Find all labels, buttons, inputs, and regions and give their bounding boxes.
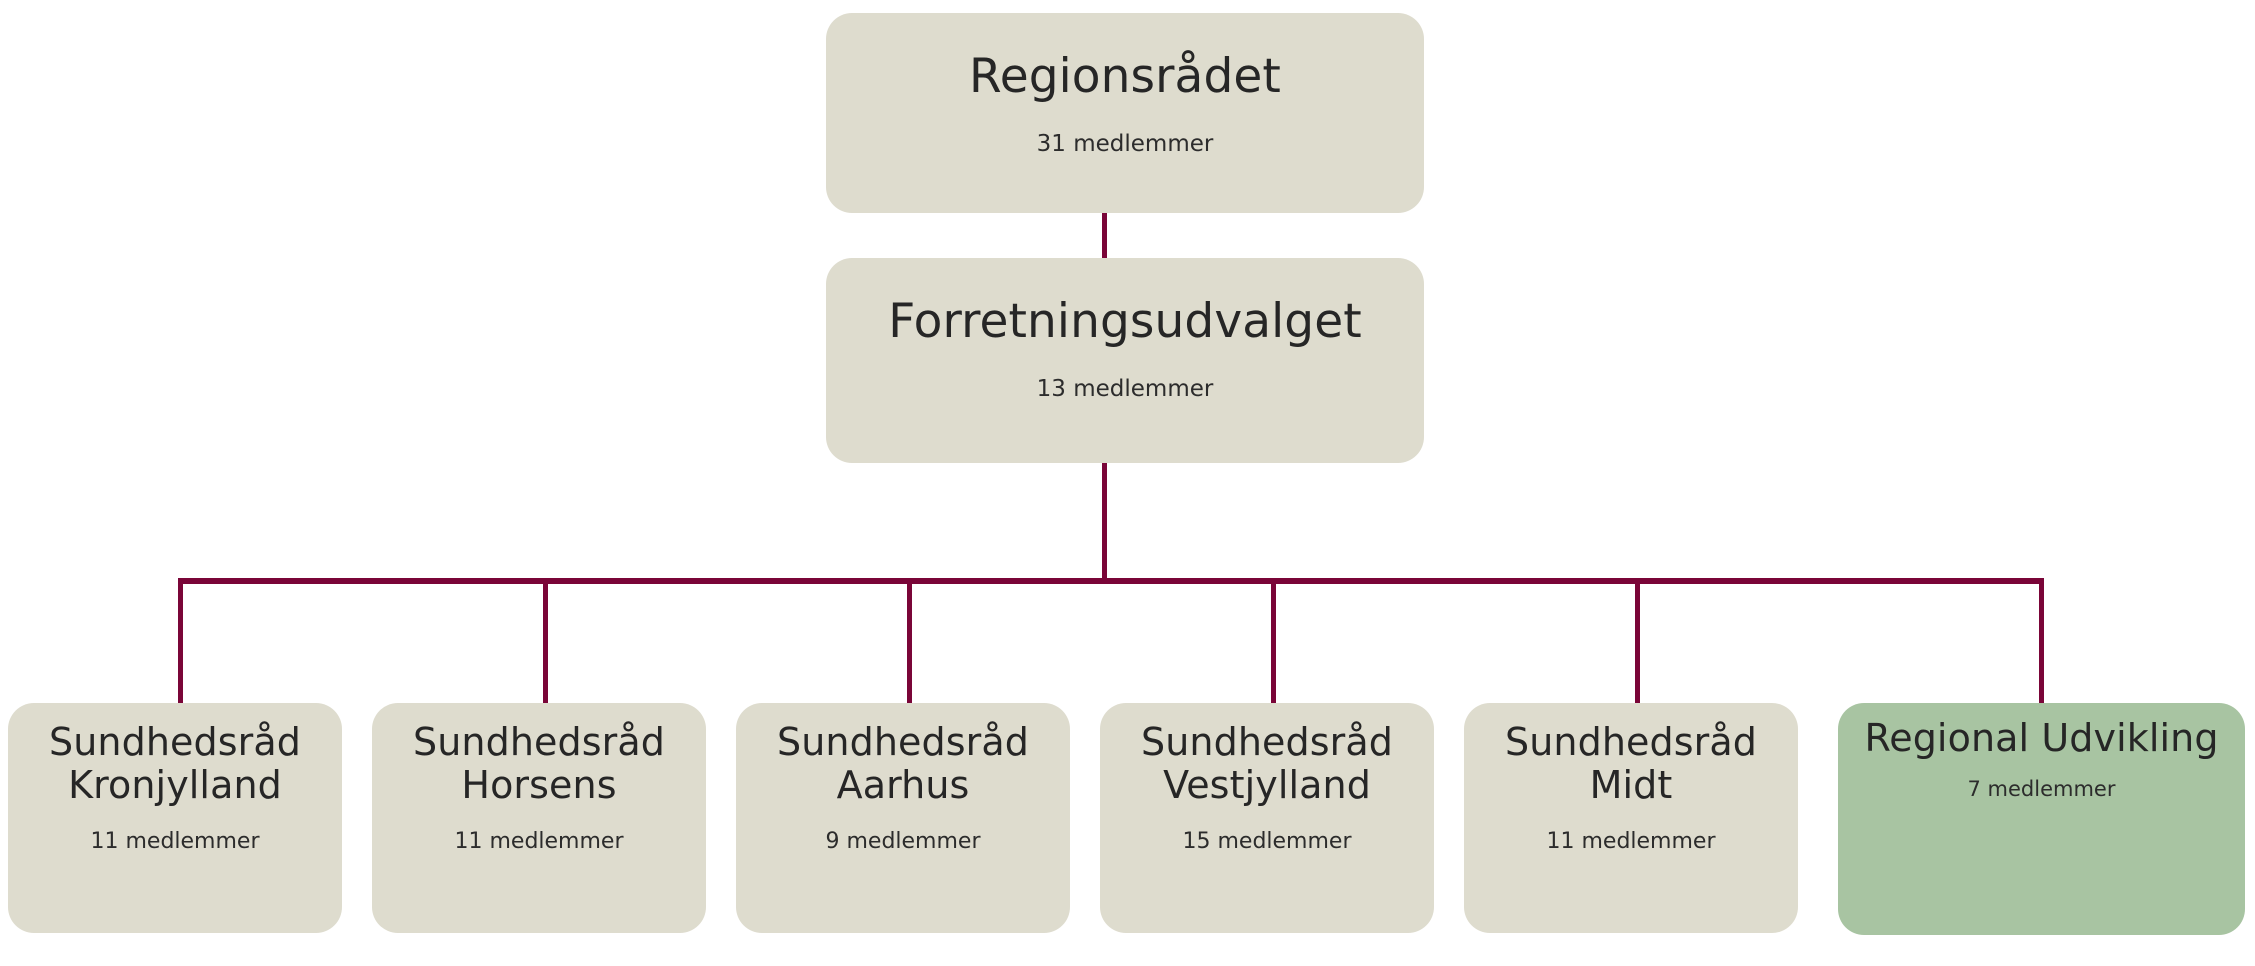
connector-horizontal-bus [178,578,2044,584]
title-line-1: Sundhedsråd [1141,720,1393,764]
title-line-2: Midt [1589,762,1673,807]
node-sundhedsraad-aarhus-title: Sundhedsråd Aarhus [736,721,1070,806]
connector-regionsraadet-to-forretningsudvalget [1102,210,1107,263]
connector-drop-midt [1635,578,1640,706]
title-line-2: Horsens [461,762,617,807]
connector-drop-regional-udvikling [2039,578,2044,706]
node-forretningsudvalget[interactable]: Forretningsudvalget 13 medlemmer [826,258,1424,463]
connector-forretningsudvalget-to-bus [1102,460,1107,582]
node-regionsraadet[interactable]: Regionsrådet 31 medlemmer [826,13,1424,213]
title-line-1: Sundhedsråd [49,720,301,764]
node-sundhedsraad-vestjylland-subtitle: 15 medlemmer [1182,829,1352,855]
node-sundhedsraad-vestjylland[interactable]: Sundhedsråd Vestjylland 15 medlemmer [1100,703,1434,933]
connector-drop-vestjylland [1271,578,1276,706]
node-sundhedsraad-kronjylland-title: Sundhedsråd Kronjylland [8,721,342,806]
node-regional-udvikling-subtitle: 7 medlemmer [1967,776,2116,801]
node-sundhedsraad-aarhus[interactable]: Sundhedsråd Aarhus 9 medlemmer [736,703,1070,933]
node-forretningsudvalget-subtitle: 13 medlemmer [1036,375,1214,402]
node-sundhedsraad-horsens-subtitle: 11 medlemmer [454,829,624,855]
title-line-2: Vestjylland [1163,762,1371,807]
node-sundhedsraad-horsens-title: Sundhedsråd Horsens [372,721,706,806]
node-regionsraadet-subtitle: 31 medlemmer [1036,130,1214,157]
title-line-1: Sundhedsråd [1505,720,1757,764]
title-line-2: Aarhus [836,762,970,807]
node-sundhedsraad-midt-title: Sundhedsråd Midt [1464,721,1798,806]
node-sundhedsraad-vestjylland-title: Sundhedsråd Vestjylland [1100,721,1434,806]
node-forretningsudvalget-title: Forretningsudvalget [888,294,1362,349]
title-line-1: Sundhedsråd [413,720,665,764]
node-regional-udvikling-title: Regional Udvikling [1864,716,2219,760]
node-sundhedsraad-kronjylland-subtitle: 11 medlemmer [90,829,260,855]
node-sundhedsraad-midt-subtitle: 11 medlemmer [1546,829,1716,855]
node-sundhedsraad-midt[interactable]: Sundhedsråd Midt 11 medlemmer [1464,703,1798,933]
node-regionsraadet-title: Regionsrådet [969,49,1281,104]
title-line-1: Sundhedsråd [777,720,1029,764]
connector-drop-horsens [543,578,548,706]
node-sundhedsraad-aarhus-subtitle: 9 medlemmer [825,829,981,855]
node-sundhedsraad-kronjylland[interactable]: Sundhedsråd Kronjylland 11 medlemmer [8,703,342,933]
connector-drop-kronjylland [178,578,183,706]
node-sundhedsraad-horsens[interactable]: Sundhedsråd Horsens 11 medlemmer [372,703,706,933]
node-regional-udvikling[interactable]: Regional Udvikling 7 medlemmer [1838,703,2245,935]
title-line-2: Kronjylland [68,762,282,807]
connector-drop-aarhus [907,578,912,706]
